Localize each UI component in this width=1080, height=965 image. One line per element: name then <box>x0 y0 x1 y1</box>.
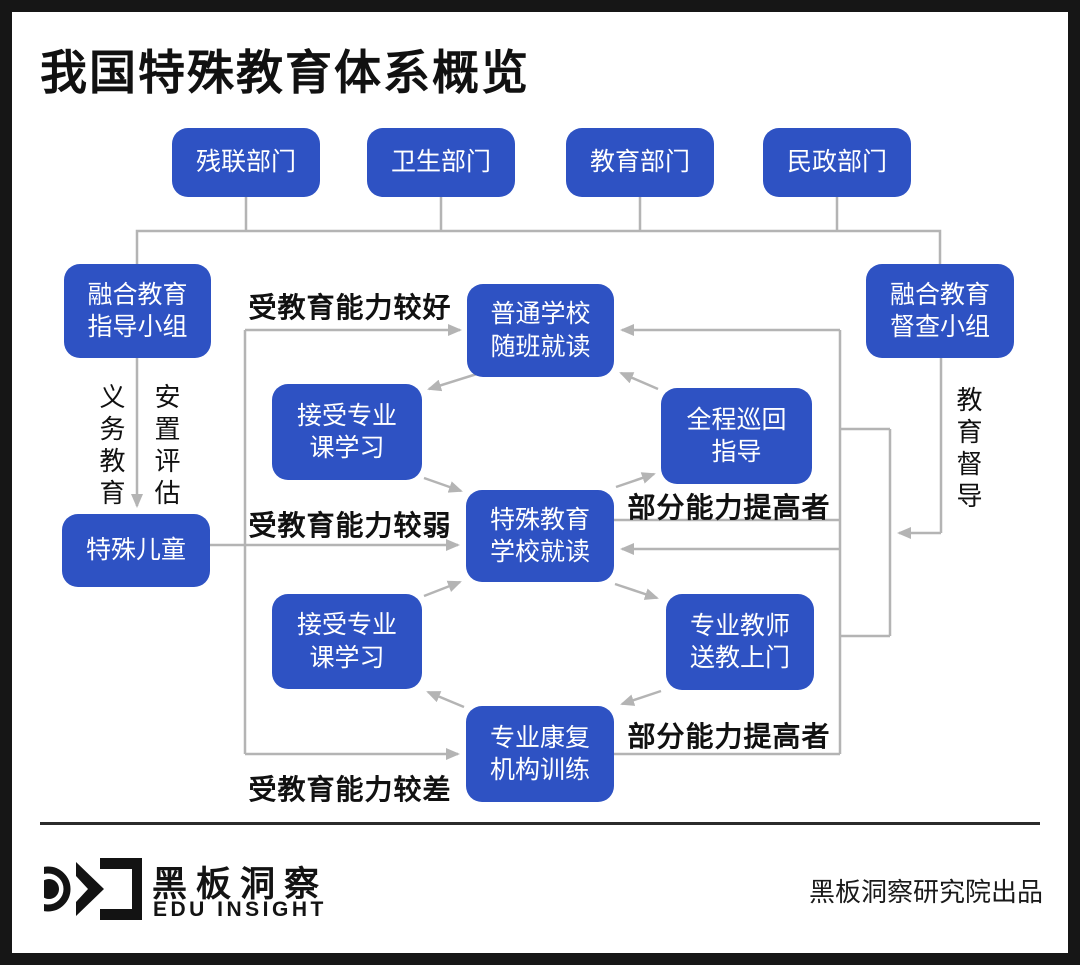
arrow-itinerant-to-regular <box>619 371 659 391</box>
node-supervision-group: 融合教育 督查小组 <box>866 264 1014 358</box>
node-professional-course-lower: 接受专业 课学习 <box>272 594 422 689</box>
node-dept-disabled-federation: 残联部门 <box>172 128 320 197</box>
credit-text: 黑板洞察研究院出品 <box>808 877 1043 907</box>
label-placement-assessment: 安置评估 <box>151 383 181 511</box>
arrow-special-to-itinerant <box>615 472 656 489</box>
arrow-rehab-to-course2 <box>426 690 465 709</box>
eye-logo-icon <box>44 858 142 920</box>
footer-divider <box>40 822 1040 825</box>
arrow-course2-to-special <box>423 580 462 598</box>
node-itinerant-guidance: 全程巡回 指导 <box>661 388 812 484</box>
node-regular-school: 普通学校 随班就读 <box>467 284 614 377</box>
label-education-supervision: 教育督导 <box>953 386 983 514</box>
arrow-special-to-home <box>614 582 659 600</box>
node-professional-course-upper: 接受专业 课学习 <box>272 384 422 480</box>
node-guidance-group: 融合教育 指导小组 <box>64 264 211 358</box>
node-dept-education: 教育部门 <box>566 128 714 197</box>
top-bus <box>135 229 942 264</box>
label-ability-weak: 受教育能力较弱 <box>248 510 452 541</box>
page-title: 我国特殊教育体系概览 <box>40 46 530 99</box>
brand-name-cn: 黑板洞察 <box>152 865 329 904</box>
node-teacher-home-delivery: 专业教师 送教上门 <box>666 594 814 690</box>
arrow-home-to-rehab <box>620 689 662 706</box>
label-improved-lower: 部分能力提高者 <box>627 721 831 752</box>
node-rehab-institution: 专业康复 机构训练 <box>466 706 614 802</box>
node-special-school: 特殊教育 学校就读 <box>466 490 614 582</box>
label-improved-upper: 部分能力提高者 <box>627 492 831 523</box>
node-special-children: 特殊儿童 <box>62 514 210 587</box>
node-dept-health: 卫生部门 <box>367 128 515 197</box>
node-dept-civil-affairs: 民政部门 <box>763 128 911 197</box>
label-compulsory-education: 义务教育 <box>96 383 126 511</box>
brand-name-en: EDU INSIGHT <box>153 898 327 921</box>
label-ability-good: 受教育能力较好 <box>248 292 452 323</box>
arrow-course-to-special <box>423 476 463 493</box>
arrow-regular-to-course <box>427 371 481 392</box>
label-ability-poor: 受教育能力较差 <box>248 774 452 805</box>
